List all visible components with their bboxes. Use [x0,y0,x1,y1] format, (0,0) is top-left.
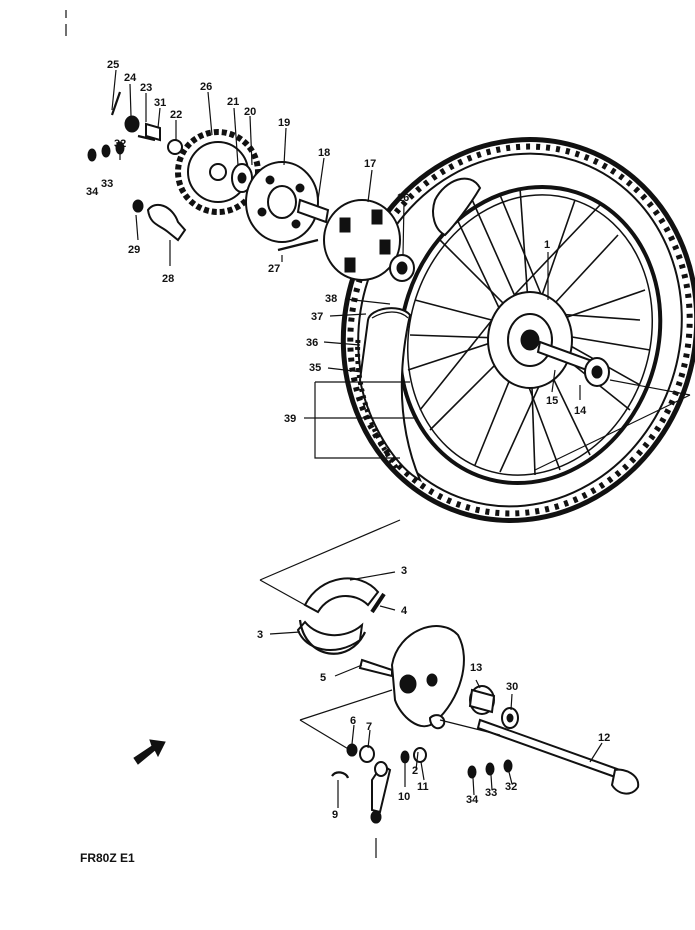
callout-35: 35 [309,362,321,374]
callout-33: 33 [101,178,113,190]
callout-38: 38 [325,293,337,305]
callout-16: 16 [397,192,409,204]
callout-17: 17 [364,158,376,170]
brake-shoe-lower [296,620,364,652]
callout-14: 14 [574,405,587,417]
callout-24: 24 [124,72,137,84]
callout-28: 28 [162,273,174,285]
callout-2: 2 [412,765,418,777]
callout-34-lower: 34 [466,794,479,806]
callout-37: 37 [311,311,323,323]
direction-arrow [133,739,166,765]
callout-33-lower: 33 [485,787,497,799]
callout-3-lower: 3 [257,629,263,641]
callout-1: 1 [544,239,550,251]
callout-31: 31 [154,97,166,109]
callout-9: 9 [332,809,338,821]
callout-12: 12 [598,732,610,744]
callout-6: 6 [350,715,356,727]
callout-15: 15 [546,395,558,407]
callout-27: 27 [268,263,280,275]
callout-7: 7 [366,721,372,733]
model-code: FR80Z E1 [80,851,135,865]
callout-32: 32 [114,138,126,150]
inner-tube-and-rim-band [355,307,422,483]
callout-23: 23 [140,82,152,94]
sprocket-assembly [87,91,415,282]
callout-4: 4 [401,605,408,617]
callout-39: 39 [284,413,296,425]
callout-26: 26 [200,81,212,93]
callout-5: 5 [320,672,326,684]
rear-wheel-assembly [340,137,695,523]
callout-25: 25 [107,59,119,71]
rim [397,184,663,486]
callout-29: 29 [128,244,140,256]
callout-19: 19 [278,117,290,129]
callout-11: 11 [417,781,429,793]
callout-30: 30 [506,681,518,693]
callout-21: 21 [227,96,239,108]
callout-34: 34 [86,186,99,198]
callout-13: 13 [470,662,482,674]
callout-36: 36 [306,337,318,349]
leader-lines [111,69,691,808]
callout-3-upper: 3 [401,565,407,577]
callout-10: 10 [398,791,410,803]
callout-22: 22 [170,109,182,121]
callout-18: 18 [318,147,330,159]
callout-32-lower: 32 [505,781,517,793]
brake-assembly [296,577,640,858]
callout-20: 20 [244,106,256,118]
brake-shoe-upper [303,577,380,614]
callout-labels: 25 24 23 31 22 26 21 20 19 18 17 16 32 3… [86,59,610,821]
